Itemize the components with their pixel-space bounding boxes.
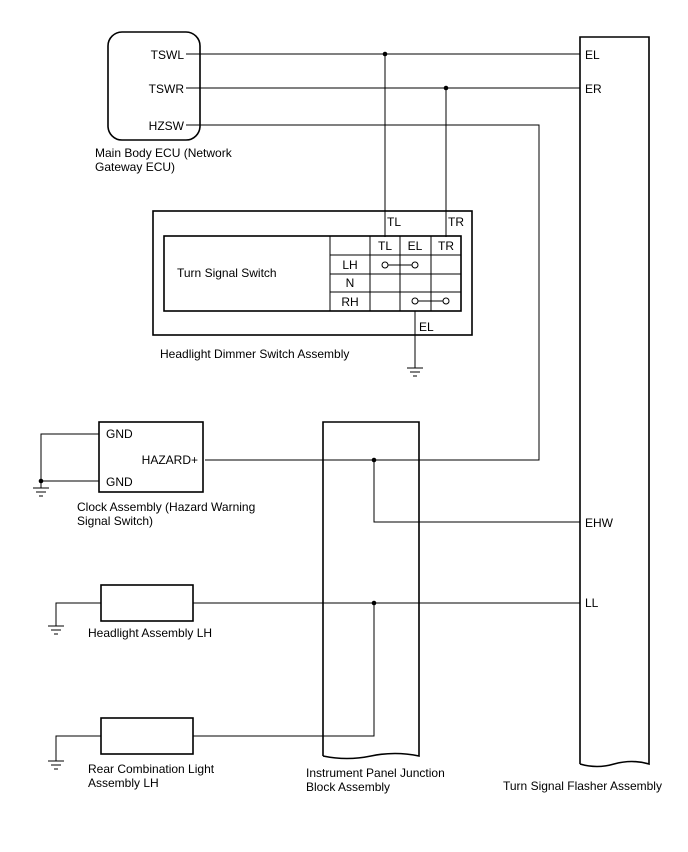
junction-caption-line1: Instrument Panel Junction <box>306 766 445 780</box>
dimmer-caption: Headlight Dimmer Switch Assembly <box>160 347 349 361</box>
switch-col-el: EL <box>408 239 423 253</box>
junction-block-box <box>322 421 420 760</box>
ecu-caption-line2: Gateway ECU) <box>95 160 175 174</box>
switch-col-tl: TL <box>378 239 392 253</box>
lh-contact-tl <box>381 261 389 269</box>
rear-caption-line2: Assembly LH <box>88 776 159 790</box>
clock-pin-hazard: HAZARD+ <box>142 453 198 467</box>
switch-table-grid <box>329 236 461 311</box>
ecu-caption-line1: Main Body ECU (Network <box>95 146 233 160</box>
flasher-pin-er: ER <box>585 82 602 96</box>
dimmer-top-label-tr: TR <box>448 215 464 229</box>
flasher-caption: Turn Signal Flasher Assembly <box>503 779 662 793</box>
ground-icon <box>48 625 64 635</box>
wire-clock-gnd <box>40 433 99 488</box>
wire-rear-gnd <box>55 735 101 761</box>
dimmer-switch-outer-box <box>152 210 473 336</box>
wire-hazard-ehw <box>373 460 580 523</box>
rh-contact-el <box>411 297 419 305</box>
lh-contact-el <box>411 261 419 269</box>
clock-pin-gnd-top: GND <box>106 427 133 441</box>
dimmer-bottom-label-el: EL <box>419 320 434 334</box>
ecu-pin-tswr: TSWR <box>149 82 185 96</box>
flasher-pin-ehw: EHW <box>585 516 614 530</box>
flasher-pin-ll: LL <box>585 596 599 610</box>
clock-gnd-junction-dot <box>38 478 44 484</box>
flasher-pin-el: EL <box>585 48 600 62</box>
ground-icon <box>407 367 423 377</box>
switch-row-rh: RH <box>341 295 358 309</box>
flasher-box <box>579 36 650 768</box>
switch-row-lh: LH <box>342 258 357 272</box>
dimmer-top-label-tl: TL <box>387 215 401 229</box>
junction-caption-line2: Block Assembly <box>306 780 390 794</box>
wire-rear-ll <box>193 603 375 737</box>
turn-signal-switch-label: Turn Signal Switch <box>177 266 277 280</box>
main-body-ecu-box <box>107 31 201 141</box>
headlight-lh-box <box>100 584 194 622</box>
clock-pin-gnd-bottom: GND <box>106 475 133 489</box>
switch-row-n: N <box>346 276 355 290</box>
clock-assembly-box <box>98 421 204 493</box>
headlight-caption: Headlight Assembly LH <box>88 626 212 640</box>
ecu-pin-hzsw: HZSW <box>149 119 185 133</box>
rear-caption-line1: Rear Combination Light <box>88 762 215 776</box>
ground-icon <box>33 487 49 497</box>
clock-caption-line2: Signal Switch) <box>77 514 153 528</box>
switch-col-tr: TR <box>438 239 454 253</box>
rh-contact-tr <box>442 297 450 305</box>
rear-combination-light-box <box>100 717 194 755</box>
clock-caption-line1: Clock Assembly (Hazard Warning <box>77 500 255 514</box>
ecu-pin-tswl: TSWL <box>151 48 185 62</box>
wire-headlight-gnd <box>55 602 101 626</box>
ground-icon <box>48 760 64 770</box>
